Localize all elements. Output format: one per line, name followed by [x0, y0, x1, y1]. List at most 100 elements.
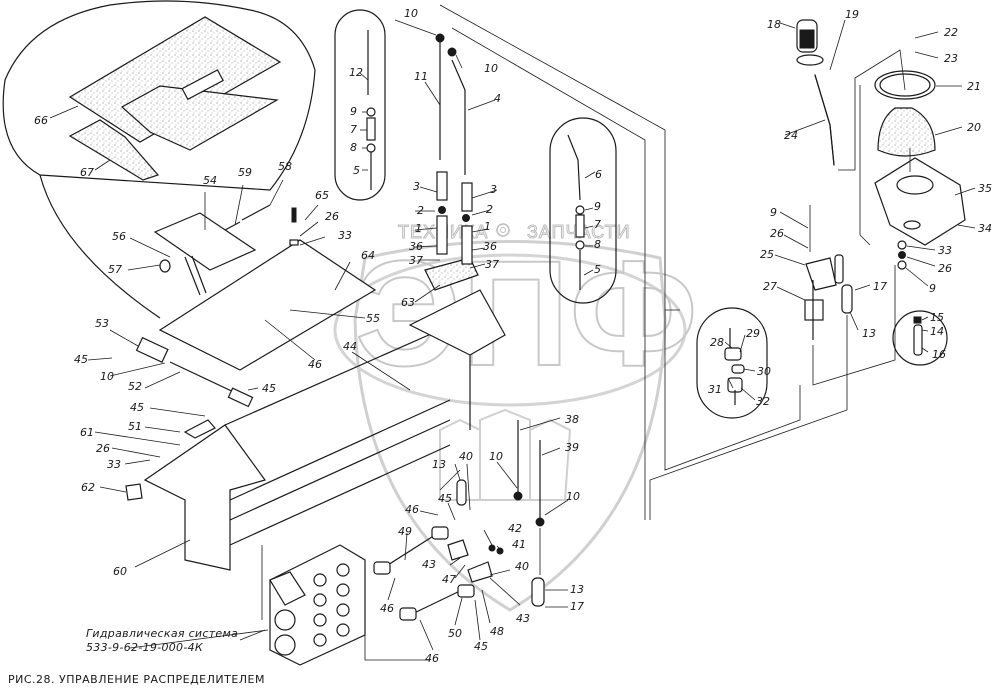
callout-24: 24 [784, 129, 798, 142]
callout-37: 37 [409, 254, 423, 267]
callout-8: 8 [594, 238, 601, 251]
callout-38: 38 [565, 413, 579, 426]
callout-28: 28 [710, 336, 724, 349]
callout-51: 51 [128, 420, 142, 433]
floor-plate-64 [158, 239, 377, 371]
callout-45: 45 [262, 382, 276, 395]
callout-26: 26 [325, 210, 339, 223]
callout-49: 49 [398, 525, 412, 538]
callout-35: 35 [978, 182, 992, 195]
floor-mat-inset [2, 0, 316, 319]
callout-10: 10 [489, 450, 503, 463]
callout-9: 9 [770, 206, 777, 219]
callout-23: 23 [944, 52, 958, 65]
callout-1: 1 [415, 222, 422, 235]
callout-52: 52 [128, 380, 142, 393]
center-rods [334, 4, 680, 520]
link-53 [135, 336, 169, 363]
pin-58 [241, 204, 271, 221]
bracket-63 [408, 289, 506, 356]
spring-59 [224, 221, 241, 231]
callout-58: 58 [278, 160, 292, 173]
callout-30: 30 [757, 365, 771, 378]
callout-9: 9 [350, 105, 357, 118]
callout-20: 20 [967, 121, 981, 134]
callout-7: 7 [594, 218, 601, 231]
rod-50 [409, 589, 463, 616]
callout-54: 54 [203, 174, 217, 187]
floor-mat-66b [120, 85, 279, 151]
boot-20 [877, 107, 936, 157]
callout-67: 67 [80, 166, 94, 179]
callout-59: 59 [238, 166, 252, 179]
callout-45: 45 [474, 640, 488, 653]
main-frame [125, 257, 506, 571]
callout-13: 13 [432, 458, 446, 471]
callout-40: 40 [459, 450, 473, 463]
pedal-assembly [135, 204, 377, 439]
watermark: ТЕХНИКА ЗАПЧАСТИ ЭПФ [333, 222, 699, 612]
callout-40: 40 [515, 560, 529, 573]
callout-17: 17 [570, 600, 584, 613]
callout-11: 11 [414, 70, 428, 83]
callout-4: 4 [494, 92, 501, 105]
plate-63 [424, 257, 479, 291]
callout-60: 60 [113, 565, 127, 578]
callout-44: 44 [343, 340, 357, 353]
callout-2: 2 [417, 204, 424, 217]
callout-10: 10 [484, 62, 498, 75]
callout-42: 42 [508, 522, 522, 535]
callout-26: 26 [96, 442, 110, 455]
callout-12: 12 [349, 66, 363, 79]
callout-43: 43 [516, 612, 530, 625]
callout-57: 57 [108, 263, 122, 276]
callout-25: 25 [760, 248, 774, 261]
callout-45: 45 [130, 401, 144, 414]
callout-15: 15 [930, 311, 944, 324]
callout-29: 29 [746, 327, 760, 340]
callout-26: 26 [770, 227, 784, 240]
callout-66: 66 [34, 114, 48, 127]
pedal-54 [153, 212, 257, 271]
floor-mat-67 [68, 119, 160, 181]
callout-33: 33 [107, 458, 121, 471]
callout-45: 45 [74, 353, 88, 366]
callout-63: 63 [401, 296, 415, 309]
ring-57 [159, 259, 171, 273]
plate-62 [125, 483, 143, 501]
watermark-shield-outline [353, 240, 667, 612]
callout-56: 56 [112, 230, 126, 243]
callout-3: 3 [490, 183, 497, 196]
callout-46: 46 [405, 503, 419, 516]
hydraulic-distributor [239, 544, 366, 666]
callout-39: 39 [565, 441, 579, 454]
callout-8: 8 [350, 141, 357, 154]
callout-22: 22 [944, 26, 958, 39]
callout-10: 10 [404, 7, 418, 20]
callout-46: 46 [380, 602, 394, 615]
callout-13: 13 [570, 583, 584, 596]
plate-51 [183, 419, 216, 439]
bracket-34 [874, 157, 966, 246]
gear-icon [496, 223, 510, 237]
callout-10: 10 [566, 490, 580, 503]
callout-19: 19 [845, 8, 859, 21]
callout-7: 7 [350, 123, 357, 136]
callout-61: 61 [80, 426, 94, 439]
callout-16: 16 [932, 348, 946, 361]
callout-62: 62 [81, 481, 95, 494]
callout-26: 26 [938, 262, 952, 275]
callout-45: 45 [438, 492, 452, 505]
callout-65: 65 [315, 189, 329, 202]
callout-48: 48 [490, 625, 504, 638]
leader-lines [49, 19, 976, 651]
joystick-assembly [649, 19, 966, 520]
callout-50: 50 [448, 627, 462, 640]
callout-64: 64 [361, 249, 375, 262]
callout-33: 33 [938, 244, 952, 257]
callout-14: 14 [930, 325, 944, 338]
callout-41: 41 [512, 538, 526, 551]
callout-18: 18 [767, 18, 781, 31]
bracket-60 [143, 424, 266, 571]
